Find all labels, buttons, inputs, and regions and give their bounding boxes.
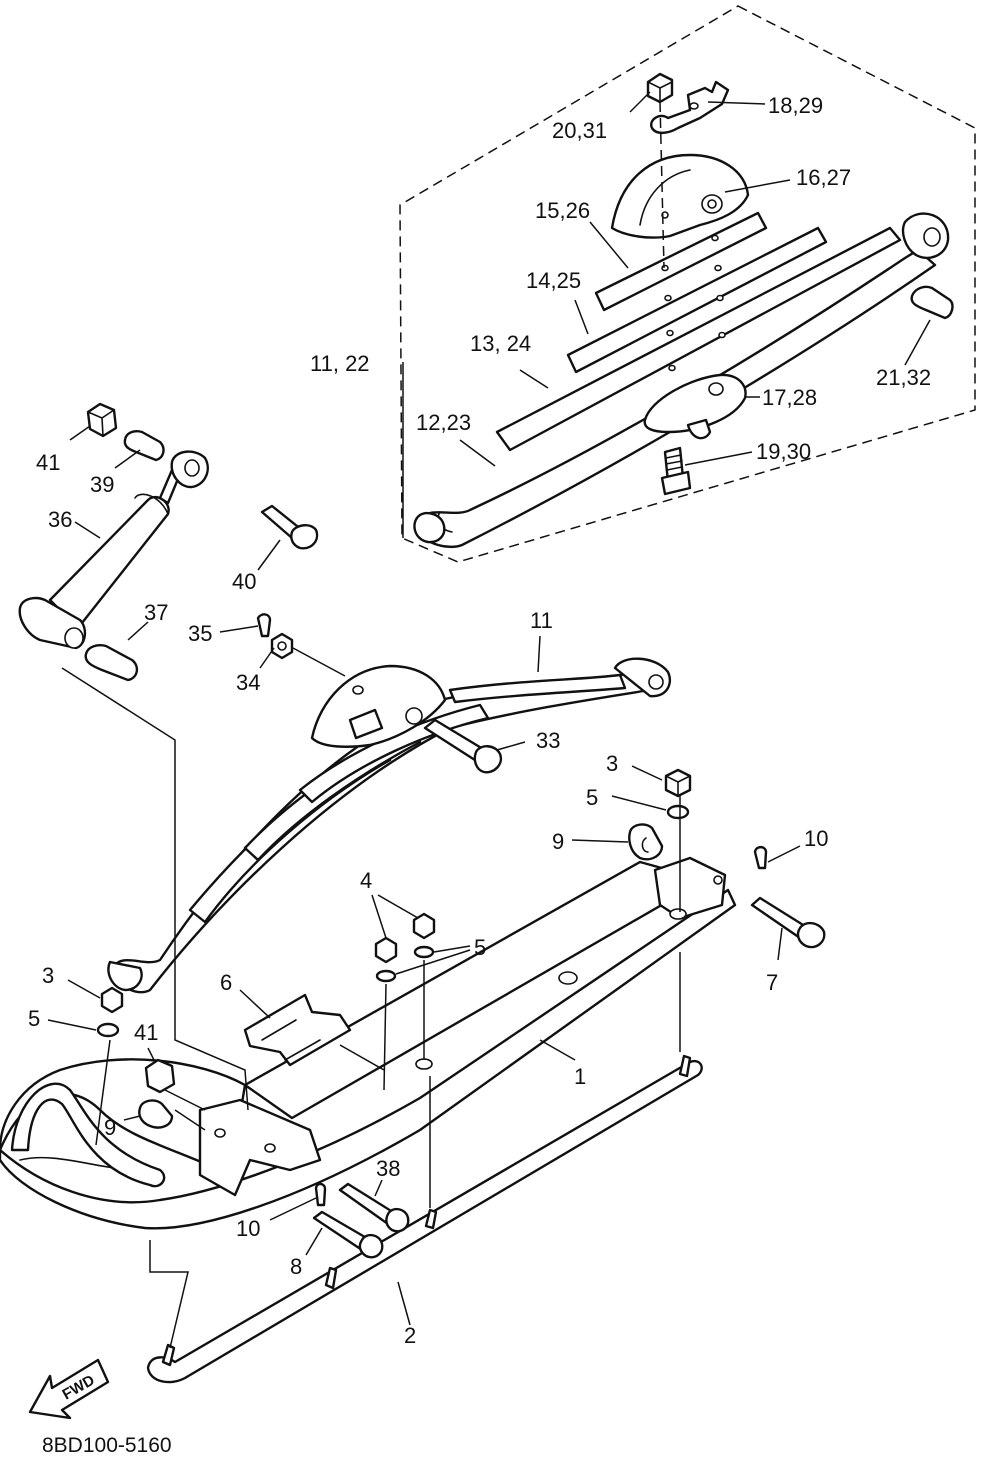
washer-5-mid-b-icon [413,945,435,959]
label-18-29: 18,29 [768,93,823,118]
label-21-32: 21,32 [876,365,931,390]
label-9-front: 9 [104,1115,116,1140]
label-41-lower: 41 [134,1020,158,1045]
label-35: 35 [188,621,212,646]
label-1: 1 [574,1064,586,1089]
label-11: 11 [530,608,553,633]
leader-lines [47,91,931,1349]
label-7: 7 [766,970,778,995]
leaf-holes [661,234,726,372]
saddle-clamp-icon [610,153,750,239]
label-34: 34 [236,670,260,695]
label-19-30: 19,30 [756,439,811,464]
nut-3-front-icon [100,986,124,1014]
label-11-22: 11, 22 [310,351,370,376]
ski-handle-icon [10,1082,166,1188]
label-41-top: 41 [36,450,60,475]
front-bracket-icon [198,1098,322,1197]
leaf-14-icon [566,226,828,374]
nut-41-lower-icon [144,1058,176,1094]
label-39: 39 [90,472,114,497]
label-37: 37 [144,600,168,625]
label-5-front: 5 [28,1006,40,1031]
label-6: 6 [220,970,232,995]
label-16-27: 16,27 [796,165,851,190]
callout-labels: 18,29 20,31 16,27 15,26 14,25 13, 24 11,… [28,93,931,1348]
label-10-front: 10 [236,1216,260,1241]
label-17-28: 17,28 [762,385,817,410]
label-3-front: 3 [42,963,54,988]
inset-leaf-spring-assembly [413,72,954,549]
collar-9-rear-icon [628,823,664,861]
shock-absorber-group [18,402,209,682]
wear-bar-2-icon [146,1059,703,1384]
bushing-39-icon [123,430,165,462]
label-5-rear: 5 [586,785,598,810]
label-8: 8 [290,1254,302,1279]
label-15-26: 15,26 [535,198,590,223]
label-2: 2 [404,1323,416,1348]
label-3-rear: 3 [606,751,618,776]
inset-boundary-dashed [399,5,976,563]
cotter-pin-10-rear-icon [753,845,768,870]
bushing-21-icon [910,285,954,320]
cotter-pin-35-icon [256,613,272,638]
label-20-31: 20,31 [552,118,607,143]
label-14-25: 14,25 [526,268,581,293]
collar-9-front-icon [138,1099,174,1129]
label-12-23: 12,23 [416,410,471,435]
nut-4a-icon [374,936,398,964]
label-5-mid: 5 [474,935,486,960]
leaf-13-icon [495,226,902,452]
fwd-arrow-icon: FWD [28,1358,110,1420]
bushing-37-icon [84,644,139,682]
ski-body [0,856,737,1230]
label-36: 36 [48,507,72,532]
label-40: 40 [232,569,256,594]
label-33: 33 [536,728,560,753]
rear-bracket-icon [653,856,727,920]
label-9-rear: 9 [552,829,564,854]
saddle-clamp-main-icon [310,664,447,748]
drawing-code: 8BD100-5160 [42,1434,172,1457]
clip-18-icon [650,80,730,135]
washer-5-mid-a-icon [375,969,397,983]
nut-4b-icon [412,912,436,940]
label-4: 4 [360,868,372,893]
label-10-rear: 10 [804,826,828,851]
leaf-15-icon [594,211,768,312]
label-13-24: 13, 24 [470,331,531,356]
washer-5-rear-icon [666,804,690,820]
cotter-pin-10-front-icon [314,1182,327,1207]
washer-5-front-icon [96,1022,120,1038]
label-38: 38 [376,1156,400,1181]
ski-1-icon [0,888,737,1230]
wear-bar [146,1054,703,1384]
bracket-6-icon [243,993,352,1067]
